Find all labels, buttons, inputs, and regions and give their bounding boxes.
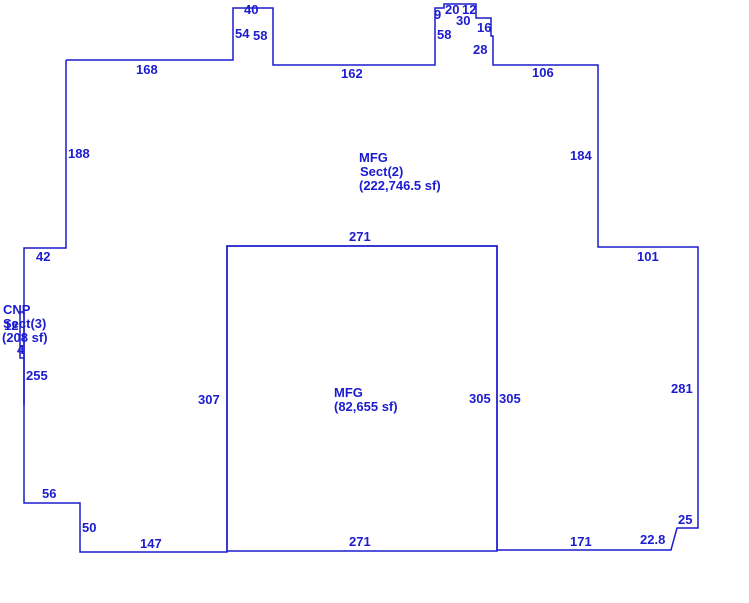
dim-label: 184 bbox=[570, 148, 592, 163]
dim-label: 305 bbox=[469, 391, 491, 406]
dim-label: 58 bbox=[437, 27, 451, 42]
dim-label: 16 bbox=[477, 20, 491, 35]
dim-label: 9 bbox=[434, 7, 441, 22]
inner-mfg-outline bbox=[226, 245, 498, 552]
dim-label: 162 bbox=[341, 66, 363, 81]
dim-label: 42 bbox=[36, 249, 50, 264]
dim-label: 50 bbox=[82, 520, 96, 535]
dim-label: 28 bbox=[473, 42, 487, 57]
dim-label: 147 bbox=[140, 536, 162, 551]
dim-label: 171 bbox=[570, 534, 592, 549]
cnp-size: (208 sf) bbox=[2, 330, 48, 345]
dim-label: 168 bbox=[136, 62, 158, 77]
dim-label: 54 bbox=[235, 26, 250, 41]
cnp-outline bbox=[19, 311, 25, 359]
dim-label: 188 bbox=[68, 146, 90, 161]
outer-perimeter bbox=[23, 3, 699, 553]
dim-label: 101 bbox=[637, 249, 659, 264]
dim-label: 106 bbox=[532, 65, 554, 80]
mfg-sect2-name: MFG bbox=[359, 150, 388, 165]
dim-label: 12 bbox=[462, 2, 476, 17]
mfg-inner-size: (82,655 sf) bbox=[334, 399, 398, 414]
dim-label: 12 bbox=[4, 318, 18, 333]
mfg-sect2-size: (222,746.5 sf) bbox=[359, 178, 441, 193]
dim-label: 307 bbox=[198, 392, 220, 407]
dim-label: 305 bbox=[499, 391, 521, 406]
dim-label: 4 bbox=[17, 342, 25, 357]
dim-label: 30 bbox=[456, 13, 470, 28]
dim-label: 58 bbox=[253, 28, 267, 43]
cnp-section: Sect(3) bbox=[3, 316, 46, 331]
dim-label: 25 bbox=[678, 512, 692, 527]
cnp-name: CNP bbox=[3, 302, 31, 317]
dim-label: 56 bbox=[42, 486, 56, 501]
dim-label: 40 bbox=[244, 2, 258, 17]
dim-label: 271 bbox=[349, 229, 371, 244]
dim-label: 271 bbox=[349, 534, 371, 549]
dim-label: 22.8 bbox=[640, 532, 665, 547]
dim-label: 281 bbox=[671, 381, 693, 396]
dim-label: 20 bbox=[445, 2, 459, 17]
mfg-sect2-section: Sect(2) bbox=[360, 164, 403, 179]
dim-label: 255 bbox=[26, 368, 48, 383]
mfg-inner-name: MFG bbox=[334, 385, 363, 400]
